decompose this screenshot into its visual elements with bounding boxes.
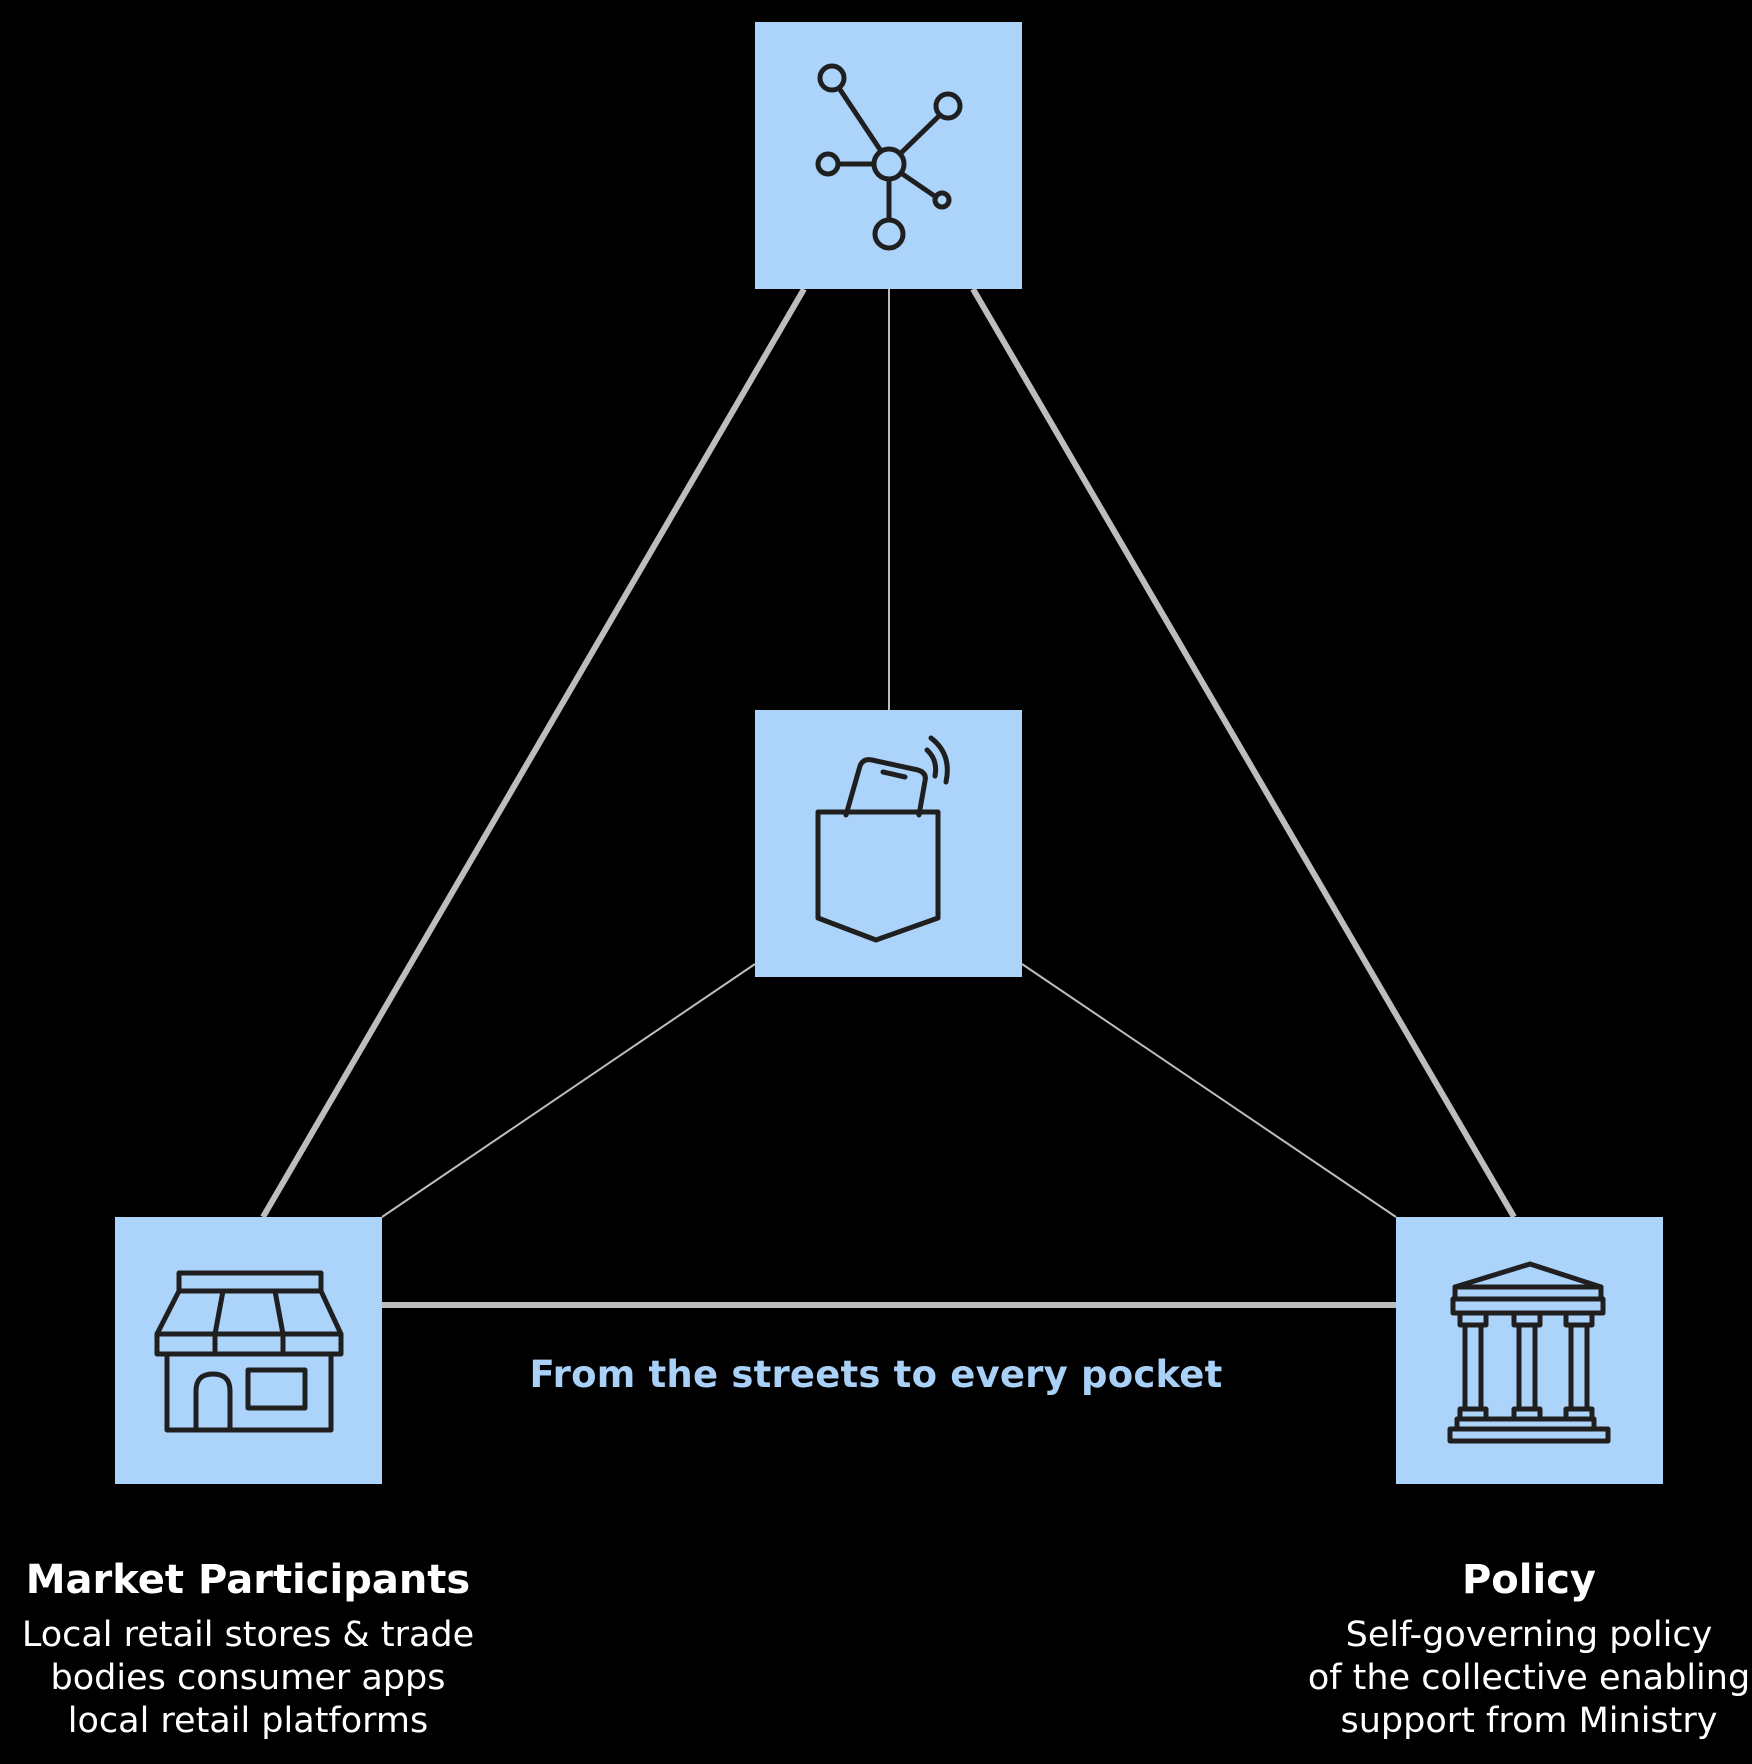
node-policy — [1396, 1217, 1663, 1484]
node-network — [755, 22, 1022, 289]
connector-top-right — [970, 287, 1517, 1219]
connector-center-left — [381, 963, 756, 1218]
market-participants-description: Local retail stores & trade bodies consu… — [21, 1615, 475, 1741]
market-participants-title: Market Participants — [25, 1557, 471, 1603]
connector-top-left — [260, 287, 807, 1219]
policy-title: Policy — [1461, 1557, 1596, 1603]
node-pocket — [755, 710, 1022, 977]
node-market — [115, 1217, 382, 1484]
government-building-icon — [1447, 1261, 1611, 1444]
connector-center-right — [1021, 963, 1397, 1218]
policy-description: Self-governing policy of the collective … — [1307, 1615, 1751, 1741]
storefront-icon — [154, 1270, 344, 1433]
network-hub-icon — [815, 63, 963, 251]
diagram-caption: From the streets to every pocket — [529, 1353, 1223, 1396]
market-participants-label: Market Participants Local retail stores … — [0, 1554, 528, 1743]
phone-in-pocket-icon — [815, 735, 950, 943]
policy-label: Policy Self-governing policy of the coll… — [1249, 1554, 1752, 1743]
